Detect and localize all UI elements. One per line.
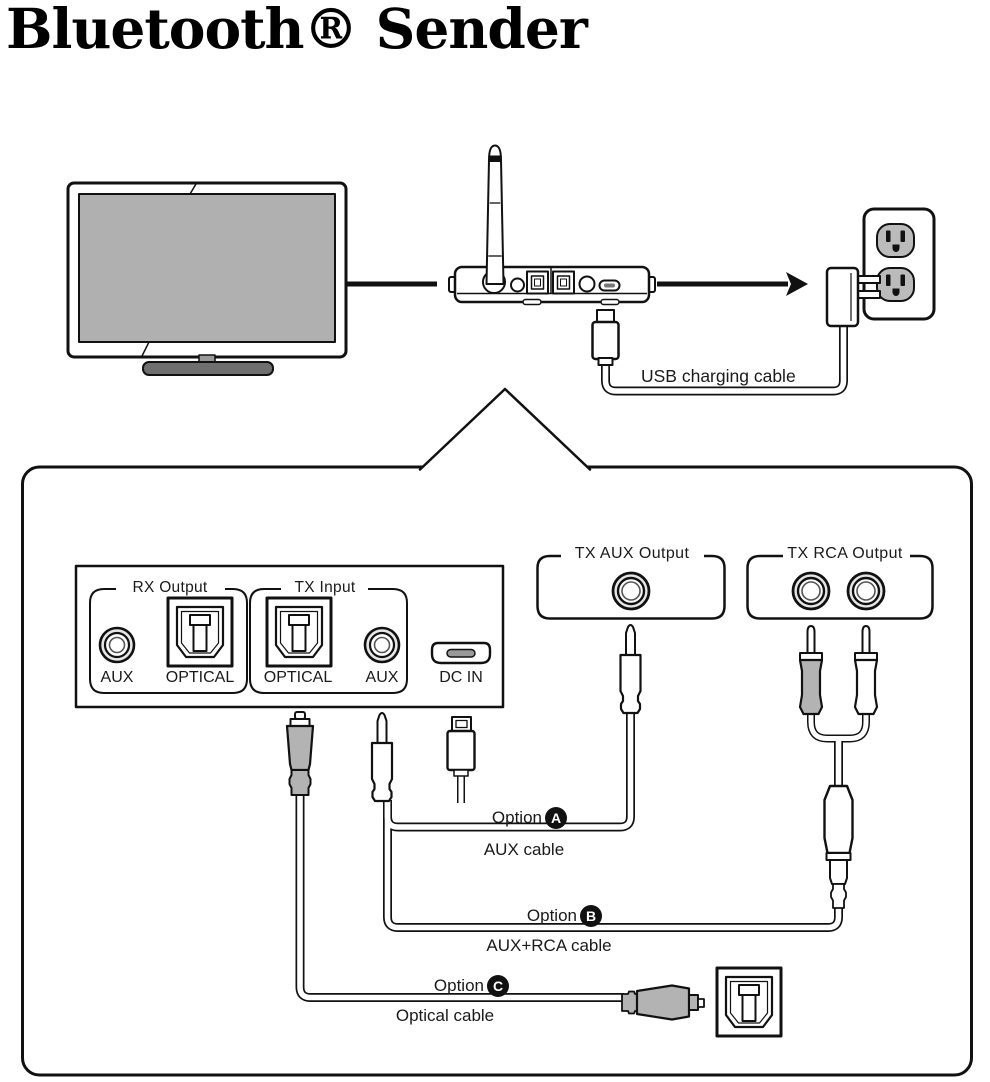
power-adapter-icon (825, 266, 881, 328)
option-c-word: Option (433, 976, 484, 995)
option-c-badge: C (487, 975, 509, 997)
rx-optical-port-icon (166, 596, 234, 668)
antenna-icon (485, 144, 505, 285)
option-a-word: Option (491, 808, 542, 827)
option-a-cable-name: AUX cable (483, 840, 565, 859)
tx-optical-port-icon (265, 596, 333, 668)
port-panel (74, 564, 505, 709)
option-b-badge: B (580, 905, 602, 927)
transmitter-icon (448, 144, 656, 306)
rca-y-adapter-icon (823, 784, 854, 909)
rx-output-group-label: RX Output (132, 579, 208, 596)
rx-group-bracket (89, 588, 248, 694)
outlet-icon (862, 207, 936, 321)
tx-aux-output-box (536, 554, 726, 620)
cables (295, 708, 870, 1002)
arrow-right-icon (347, 272, 808, 296)
rx-optical-port-label: OPTICAL (165, 669, 235, 686)
tx-aux-output-jack-icon (611, 571, 651, 611)
rx-aux-port-label: AUX (100, 669, 134, 686)
tx-aux-port-label: AUX (365, 669, 399, 686)
tx-group-bracket (249, 588, 408, 694)
tx-aux-output-label: TX AUX Output (574, 545, 690, 562)
usb-cable-label: USB charging cable (641, 366, 796, 386)
tx-aux-port-icon (363, 626, 401, 664)
dc-in-port-icon (430, 641, 492, 665)
page-title: Bluetooth® Sender (6, 0, 588, 61)
tx-optical-port-label: OPTICAL (263, 669, 333, 686)
option-b-cable-name: AUX+RCA cable (486, 936, 612, 955)
tx-input-group-label: TX Input (294, 579, 356, 596)
option-a-badge: A (545, 807, 567, 829)
rx-aux-port-icon (98, 626, 136, 664)
tx-rca-output-label: TX RCA Output (787, 545, 903, 562)
optical-cable-plug-icon (621, 984, 705, 1021)
usb-charging-cable (591, 309, 848, 396)
dc-in-port-label: DC IN (439, 669, 483, 686)
optical-port-icon (715, 966, 783, 1038)
tx-rca-output-box (746, 554, 934, 620)
tv-icon (66, 181, 348, 376)
callout-box (21, 387, 973, 1077)
option-b-word: Option (526, 906, 577, 925)
option-c-cable-name: Optical cable (395, 1006, 495, 1025)
tx-rca-right-jack-icon (846, 571, 886, 611)
tx-rca-left-jack-icon (791, 571, 831, 611)
usb-plug-icon (446, 716, 476, 777)
optical-plug-icon (285, 711, 315, 796)
